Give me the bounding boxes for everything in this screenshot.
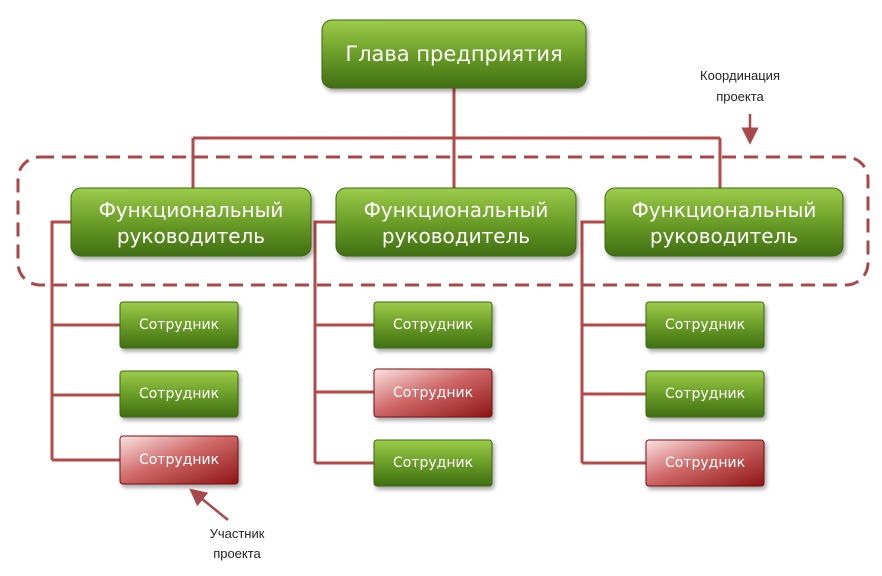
employee-label: Сотрудник: [393, 455, 473, 471]
participant-arrow-icon: [189, 488, 229, 521]
manager-1-line1: Функциональный: [99, 198, 284, 222]
employee-box: Сотрудник: [119, 370, 239, 418]
employee-box: Сотрудник: [645, 301, 765, 349]
connectors: [50, 88, 722, 465]
branch-3-trunk: [580, 220, 605, 463]
manager-1-line2: руководитель: [117, 224, 265, 248]
employee-box-project-member: Сотрудник: [645, 439, 765, 487]
employee-box: Сотрудник: [373, 301, 493, 349]
branch-2-trunk: [313, 220, 336, 463]
participant-label-line2: проекта: [213, 546, 261, 561]
employee-label: Сотрудник: [665, 455, 745, 471]
participant-label-line1: Участник: [210, 526, 265, 541]
manager-3-line1: Функциональный: [632, 198, 817, 222]
employee-box-project-member: Сотрудник: [373, 368, 493, 418]
employee-label: Сотрудник: [139, 452, 219, 468]
project-coordination-frame: [16, 155, 870, 287]
head-label: Глава предприятия: [345, 42, 562, 66]
head-box: Глава предприятия: [321, 19, 587, 89]
manager-box-3: Функциональный руководитель: [604, 187, 844, 257]
manager-3-line2: руководитель: [650, 224, 798, 248]
employee-label: Сотрудник: [139, 386, 219, 402]
manager-2-line1: Функциональный: [364, 198, 549, 222]
manager-box-2: Функциональный руководитель: [335, 187, 577, 257]
employee-label: Сотрудник: [393, 385, 473, 401]
manager-box-1: Функциональный руководитель: [70, 187, 312, 257]
coordination-label-line2: проекта: [716, 89, 764, 104]
coordination-label-line1: Координация: [700, 68, 780, 83]
employee-box: Сотрудник: [373, 439, 493, 487]
branch-1-trunk: [50, 220, 71, 460]
employee-box: Сотрудник: [645, 370, 765, 418]
employee-box-project-member: Сотрудник: [119, 435, 239, 485]
manager-2-line2: руководитель: [382, 224, 530, 248]
participant-annotation: Участник проекта: [189, 488, 265, 561]
coordination-annotation: Координация проекта: [700, 68, 780, 145]
employee-label: Сотрудник: [393, 317, 473, 333]
employee-label: Сотрудник: [665, 386, 745, 402]
employee-label: Сотрудник: [139, 317, 219, 333]
employee-box: Сотрудник: [119, 301, 239, 349]
employee-label: Сотрудник: [665, 317, 745, 333]
